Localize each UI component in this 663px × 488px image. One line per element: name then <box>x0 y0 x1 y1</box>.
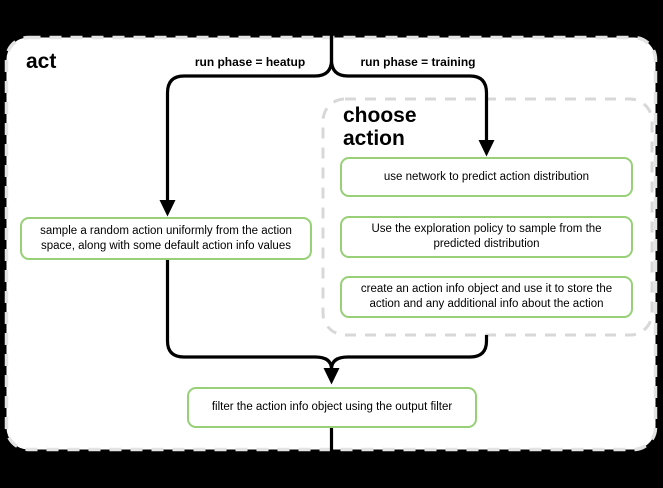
connector-sample-to-merge <box>165 260 334 370</box>
branch-label-training: run phase = training <box>360 55 476 69</box>
node-exploration-policy-sample: Use the exploration policy to sample fro… <box>340 216 633 258</box>
arrowhead-into-sample-node <box>159 200 176 217</box>
choose-action-group-label: choose action <box>343 104 417 150</box>
node-sample-random-action: sample a random action uniformly from th… <box>20 217 312 260</box>
arrowhead-into-network-node <box>478 140 495 157</box>
branch-label-heatup: run phase = heatup <box>194 55 306 69</box>
connector-heatup-branch <box>165 0 334 201</box>
act-label: act <box>26 50 57 73</box>
node-use-network-predict: use network to predict action distributi… <box>340 157 633 197</box>
arrowhead-into-filter-node <box>323 368 340 385</box>
node-filter-action-info: filter the action info object using the … <box>187 387 477 428</box>
connector-training-branch <box>329 0 489 141</box>
connector-group-to-merge <box>329 335 489 370</box>
node-create-action-info: create an action info object and use it … <box>340 276 633 318</box>
